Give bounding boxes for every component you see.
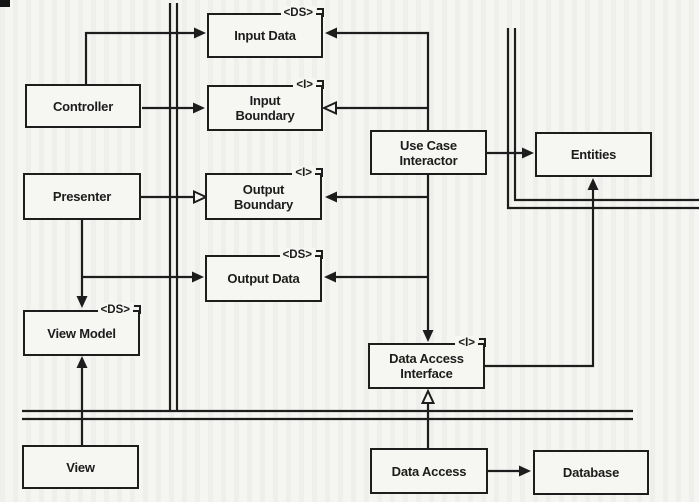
arrowhead-solid-input-data-left <box>194 27 206 39</box>
node-label: Output Data <box>227 271 300 286</box>
node-label: Input Boundary <box>235 93 295 123</box>
node-output-boundary: <I> Output Boundary <box>205 166 323 220</box>
corner-hook <box>479 338 486 347</box>
boundary-right-l-inner <box>513 28 699 202</box>
arrowhead-solid-entities-left <box>522 147 534 159</box>
arrowhead-hollow-dai-bottom <box>420 388 436 404</box>
arrowhead-solid-dai-top <box>422 330 434 342</box>
stereotype-tag: <DS> <box>280 6 316 21</box>
node-label: View <box>66 459 95 475</box>
arrowhead-solid-output-data-left <box>192 271 204 283</box>
node-data-access-interface: <I> Data Access Interface <box>368 336 486 389</box>
arrowhead-solid-entities-bottom <box>587 178 599 190</box>
arrowhead-solid-output-data-right <box>324 271 336 283</box>
boundary-right-l-outer <box>506 28 699 210</box>
node-label: Input Data <box>234 28 296 43</box>
arrowhead-solid-input-data-right <box>325 27 337 39</box>
edge-dai-entities <box>485 190 595 368</box>
node-label: Data Access <box>391 463 467 479</box>
node-presenter: Presenter <box>23 173 141 220</box>
stereotype-tag: <I> <box>455 336 478 351</box>
arrowhead-solid-view-model-bottom <box>76 356 88 368</box>
arrowhead-solid-view-model-top <box>76 296 88 308</box>
edge-controller-input-data <box>84 31 195 84</box>
node-label: Controller <box>52 98 114 114</box>
corner-hook <box>317 80 324 89</box>
arrowhead-solid-input-boundary-left <box>193 102 205 114</box>
node-controller: Controller <box>25 84 141 128</box>
arrowhead-solid-output-boundary-right <box>325 191 337 203</box>
arrowhead-hollow-input-boundary-right <box>321 100 337 116</box>
corner-hook <box>316 250 323 259</box>
node-view: View <box>22 445 139 489</box>
stereotype-tag: <DS> <box>279 248 315 263</box>
stereotype-tag: <I> <box>293 78 316 93</box>
node-label: Database <box>562 465 620 480</box>
node-database: Database <box>533 450 649 495</box>
node-label: View Model <box>47 325 116 341</box>
node-output-data: <DS> Output Data <box>205 248 323 302</box>
node-label: Presenter <box>52 189 112 204</box>
corner-hook <box>317 8 324 17</box>
photo-artifact <box>0 0 10 7</box>
corner-hook <box>316 168 323 177</box>
node-label: Entities <box>570 147 617 162</box>
node-view-model: <DS> View Model <box>23 303 141 356</box>
stereotype-tag: <I> <box>292 166 315 181</box>
edge-interactor-input-data <box>336 31 430 130</box>
node-data-access: Data Access <box>370 448 488 494</box>
node-label: Data Access Interface <box>389 351 464 381</box>
node-label: Output Boundary <box>233 181 294 212</box>
arrowhead-hollow-output-boundary-left <box>193 189 209 205</box>
node-input-boundary: <I> Input Boundary <box>207 78 324 131</box>
node-input-data: <DS> Input Data <box>207 6 324 58</box>
stereotype-tag: <DS> <box>97 303 133 318</box>
node-label: Use Case Interactor <box>399 137 458 168</box>
arrowhead-solid-database-left <box>519 465 531 477</box>
corner-hook <box>134 305 141 314</box>
node-entities: Entities <box>535 132 652 177</box>
node-use-case-interactor: Use Case Interactor <box>370 130 487 175</box>
